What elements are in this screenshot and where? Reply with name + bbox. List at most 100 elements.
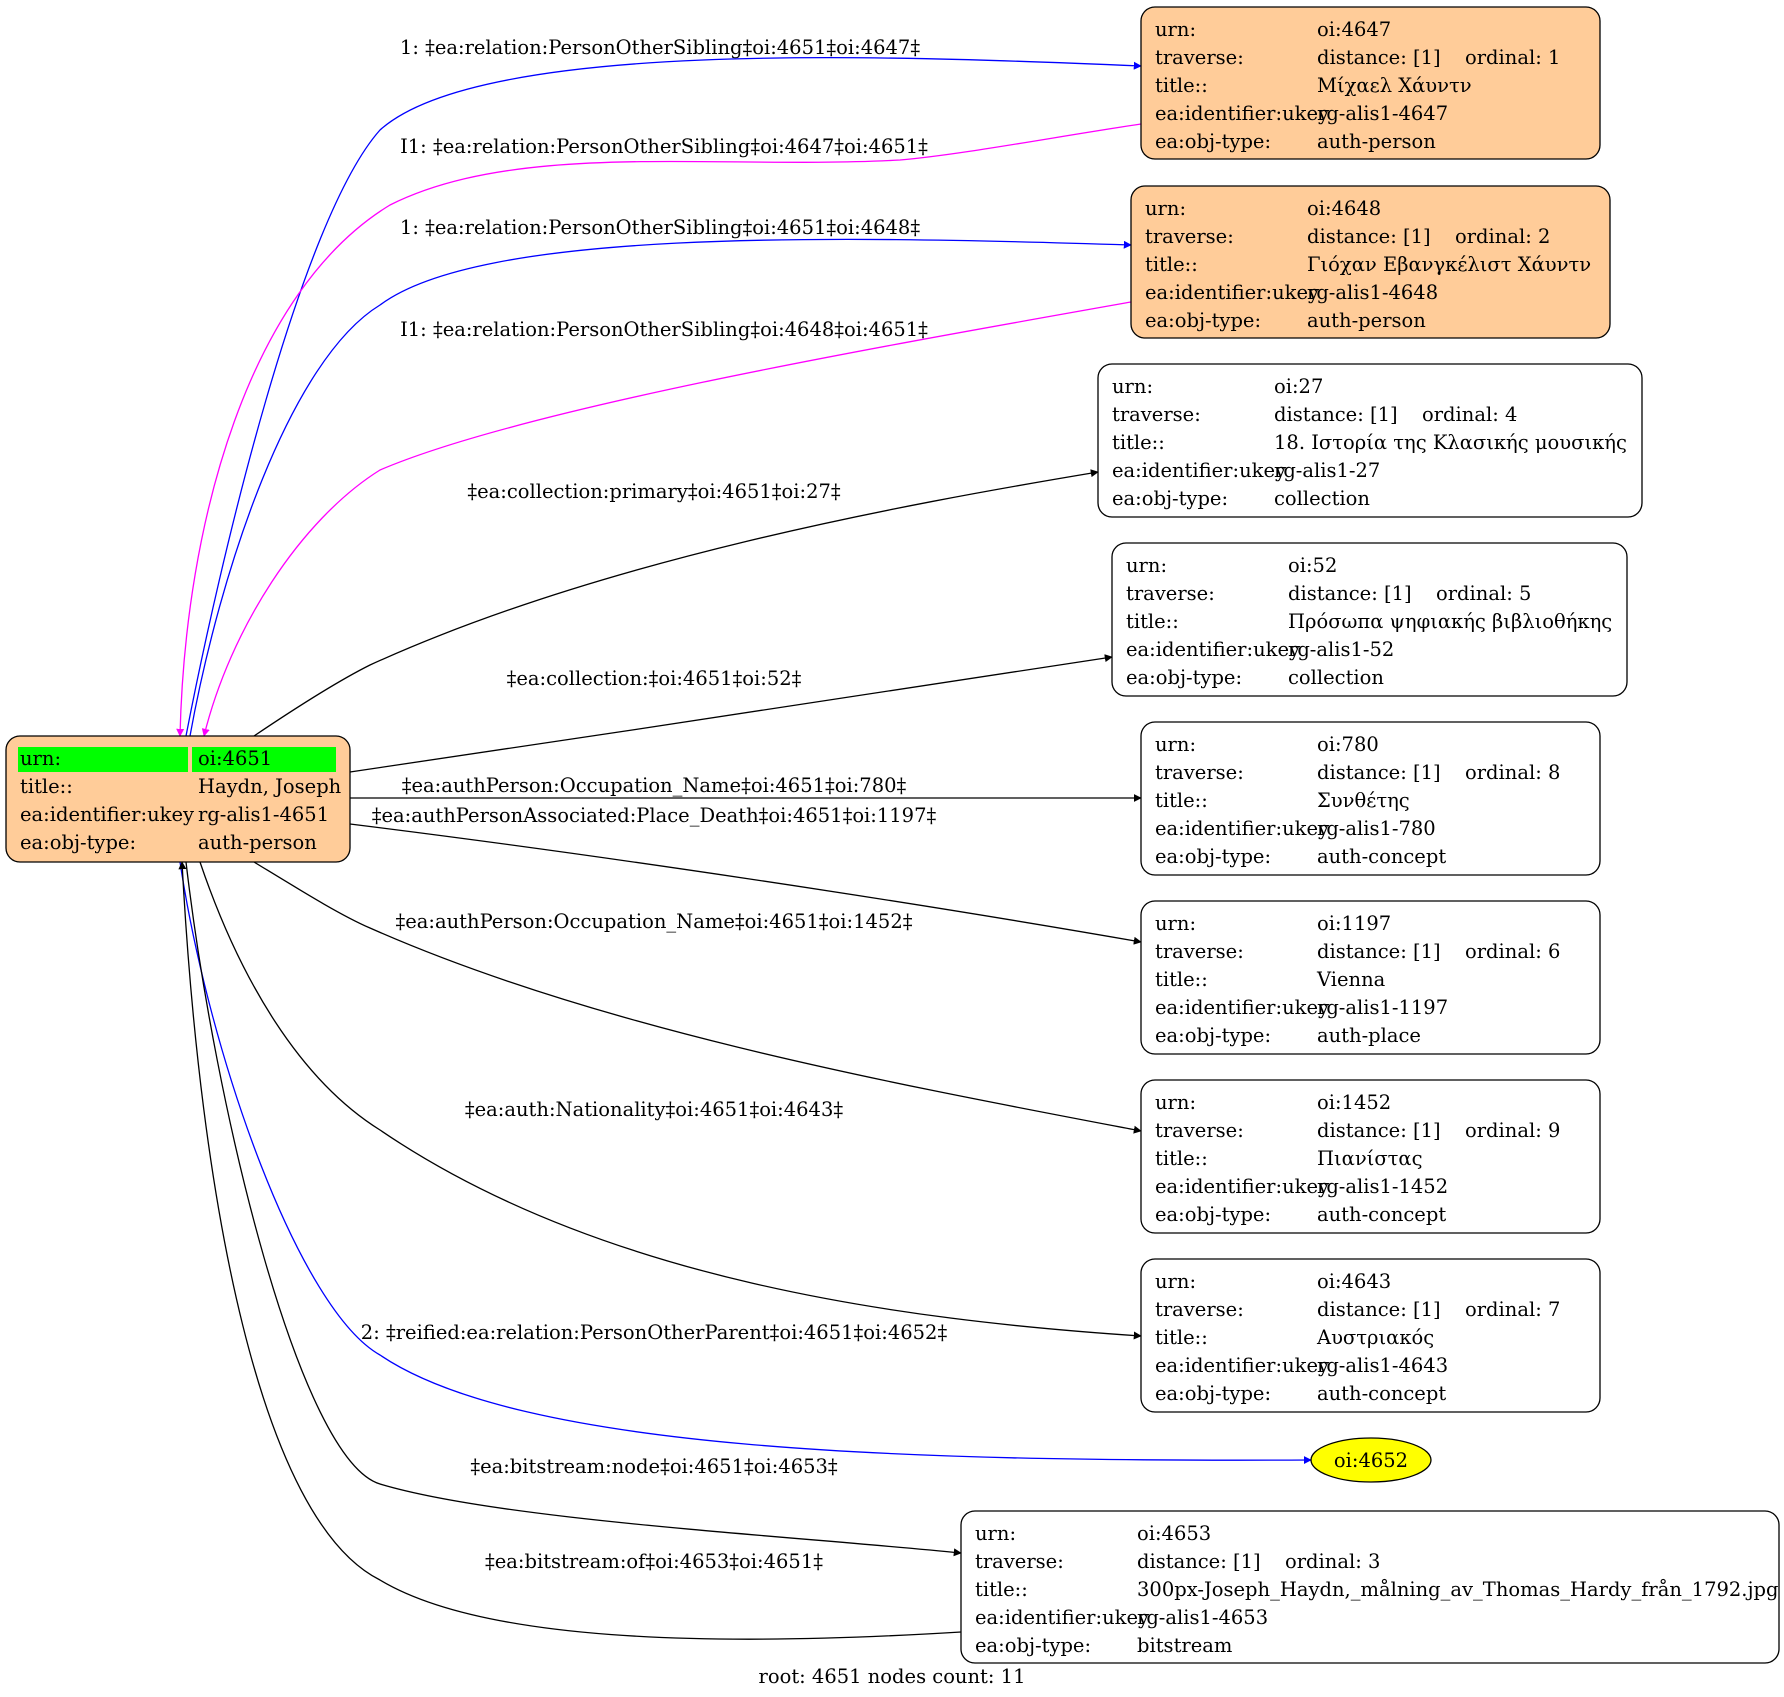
row-value: rg-alis1-780 [1317, 817, 1436, 840]
row-key: ea:obj-type: [1155, 130, 1271, 153]
node-box [1140, 900, 1601, 1055]
edge-label: ‡ea:collection:‡oi:4651‡oi:52‡ [507, 667, 802, 690]
edge-label: 1: ‡ea:relation:PersonOtherSibling‡oi:46… [400, 216, 920, 239]
row-value: auth-person [1307, 309, 1426, 332]
node-box [960, 1510, 1780, 1664]
row-key: ea:obj-type: [1155, 1024, 1271, 1047]
row-key: urn: [1126, 554, 1167, 577]
row-value: rg-alis1-1197 [1317, 996, 1448, 1019]
row-key: ea:identifier:ukey [1155, 1354, 1329, 1377]
row-key: traverse: [1155, 940, 1244, 963]
row-value: Vienna [1316, 968, 1386, 991]
edge-path [185, 861, 962, 1557]
row-key: ea:identifier:ukey [1126, 638, 1300, 661]
row-value: Πιανίστας [1317, 1147, 1423, 1170]
row-ordinal: ordinal: 3 [1285, 1550, 1380, 1573]
row-key: ea:obj-type: [1155, 1203, 1271, 1226]
row-value: auth-person [1317, 130, 1436, 153]
row-key: ea:identifier:ukey [1155, 817, 1329, 840]
row-key: traverse: [1155, 1119, 1244, 1142]
node-box [1140, 1258, 1601, 1413]
row-value: oi:1452 [1317, 1091, 1391, 1114]
row-value: rg-alis1-27 [1274, 459, 1380, 482]
row-ordinal: ordinal: 8 [1465, 761, 1560, 784]
row-key: urn: [1145, 197, 1186, 220]
edge-path [253, 469, 1099, 737]
row-value: Γιόχαν Εβανγκέλιστ Χάυντν [1307, 253, 1591, 276]
edges-layer: 1: ‡ea:relation:PersonOtherSibling‡oi:46… [176, 36, 1312, 1640]
row-value: oi:4653 [1137, 1522, 1211, 1545]
row-key: traverse: [1112, 403, 1201, 426]
edge-e8: ‡ea:authPersonAssociated:Place_Death‡oi:… [349, 804, 1142, 945]
row-value: rg-alis1-4648 [1307, 281, 1438, 304]
row-key: title:: [975, 1578, 1028, 1601]
edge-path [201, 301, 1132, 737]
edge-e10: ‡ea:auth:Nationality‡oi:4651‡oi:4643‡ [199, 861, 1142, 1340]
row-value: distance: [1] [1317, 1298, 1441, 1321]
row-key: title:: [1155, 789, 1208, 812]
edge-e12: ‡ea:bitstream:node‡oi:4651‡oi:4653‡ [185, 861, 962, 1557]
row-key: urn: [1155, 1091, 1196, 1114]
urn-key-highlight [18, 747, 188, 772]
row-value: 18. Ιστορία της Κλασικής μουσικής [1274, 431, 1627, 454]
row-key: ea:identifier:ukey [1155, 1175, 1329, 1198]
row-key: ea:obj-type: [1145, 309, 1261, 332]
node-box [1140, 721, 1601, 876]
row-value: distance: [1] [1307, 225, 1431, 248]
edge-label: ‡ea:auth:Nationality‡oi:4651‡oi:4643‡ [465, 1098, 843, 1121]
row-key: ea:identifier:ukey [20, 803, 194, 826]
row-value: distance: [1] [1274, 403, 1398, 426]
row-value: distance: [1] [1317, 761, 1441, 784]
row-value: oi:4647 [1317, 18, 1391, 41]
row-value: distance: [1] [1317, 46, 1441, 69]
row-key: traverse: [1155, 761, 1244, 784]
node-box [1111, 542, 1628, 697]
row-value: rg-alis1-4651 [198, 803, 329, 826]
edge-path [199, 861, 1142, 1340]
edge-path [179, 861, 1312, 1465]
row-ordinal: ordinal: 1 [1465, 46, 1560, 69]
row-key: urn: [20, 747, 61, 770]
row-value: auth-place [1317, 1024, 1421, 1047]
edge-e1: 1: ‡ea:relation:PersonOtherSibling‡oi:46… [185, 36, 1142, 737]
row-key: title:: [1155, 1326, 1208, 1349]
row-key: ea:obj-type: [1155, 1382, 1271, 1405]
row-value: Συνθέτης [1317, 789, 1410, 812]
row-value: 300px-Joseph_Haydn,_målning_av_Thomas_Ha… [1137, 1577, 1779, 1601]
row-key: title:: [1145, 253, 1198, 276]
edge-label: ‡ea:bitstream:node‡oi:4651‡oi:4653‡ [470, 1455, 838, 1478]
row-key: ea:obj-type: [1112, 487, 1228, 510]
row-key: ea:identifier:ukey [1155, 996, 1329, 1019]
urn-value-highlight [192, 747, 336, 772]
edge-label: ‡ea:collection:primary‡oi:4651‡oi:27‡ [467, 480, 841, 503]
row-ordinal: ordinal: 2 [1455, 225, 1550, 248]
row-key: ea:obj-type: [975, 1634, 1091, 1657]
row-key: title:: [1155, 1147, 1208, 1170]
edge-path [178, 861, 962, 1640]
row-value: auth-concept [1317, 845, 1446, 868]
row-key: ea:obj-type: [1155, 845, 1271, 868]
edge-label: I1: ‡ea:relation:PersonOtherSibling‡oi:4… [400, 135, 928, 158]
edge-e4: I1: ‡ea:relation:PersonOtherSibling‡oi:4… [201, 301, 1132, 737]
row-value: oi:52 [1288, 554, 1337, 577]
row-key: urn: [1155, 18, 1196, 41]
edge-e2: I1: ‡ea:relation:PersonOtherSibling‡oi:4… [176, 123, 1142, 737]
row-key: title:: [20, 775, 73, 798]
edge-path [176, 123, 1142, 737]
edge-label: I1: ‡ea:relation:PersonOtherSibling‡oi:4… [400, 318, 928, 341]
row-value: rg-alis1-4653 [1137, 1606, 1268, 1629]
node-oi-4652[interactable]: oi:4652 [1310, 1437, 1432, 1483]
row-value: distance: [1] [1137, 1550, 1261, 1573]
row-value: oi:780 [1317, 733, 1379, 756]
row-key: ea:identifier:ukey [1155, 102, 1329, 125]
